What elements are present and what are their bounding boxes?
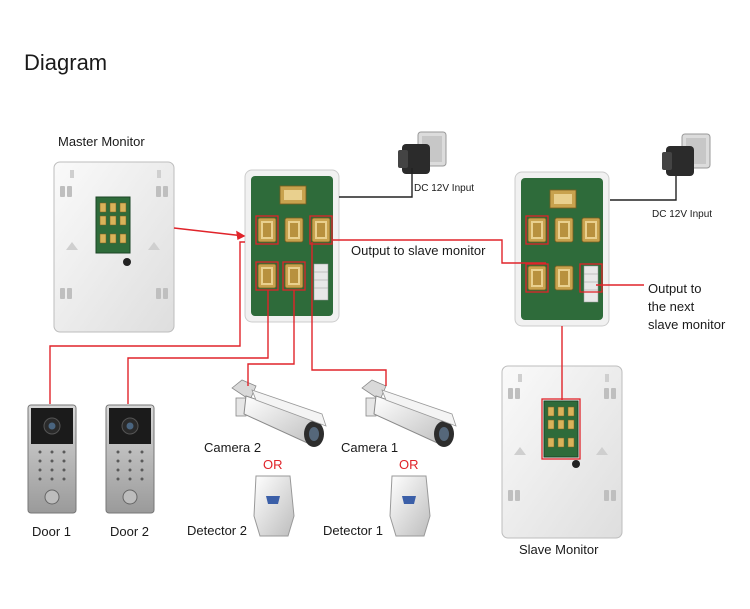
detector-1-device bbox=[389, 475, 431, 537]
slave-monitor-label: Slave Monitor bbox=[519, 542, 599, 557]
output-slave-label: Output to slave monitor bbox=[351, 243, 486, 258]
camera-2-device bbox=[231, 379, 327, 447]
wiring bbox=[49, 168, 677, 404]
door-station-1 bbox=[27, 404, 77, 514]
door-station-2 bbox=[105, 404, 155, 514]
power-adapter-2 bbox=[662, 133, 711, 176]
slave-monitor-device bbox=[501, 365, 623, 539]
slave-pcb-board bbox=[514, 171, 610, 327]
or-label-2: OR bbox=[399, 457, 419, 472]
master-monitor-device bbox=[53, 161, 175, 333]
detector-1-label: Detector 1 bbox=[323, 523, 383, 538]
door-1-label: Door 1 bbox=[32, 524, 72, 539]
master-monitor-label: Master Monitor bbox=[58, 134, 145, 149]
master-pcb-board bbox=[244, 169, 340, 323]
detector-2-label: Detector 2 bbox=[187, 523, 247, 538]
or-label-1: OR bbox=[263, 457, 283, 472]
output-next-line-3: slave monitor bbox=[648, 317, 726, 332]
diagram-title: Diagram bbox=[24, 50, 108, 75]
output-next-slave-label: Output to the next slave monitor bbox=[648, 280, 725, 334]
output-next-line-1: Output to bbox=[648, 281, 702, 296]
door-2-label: Door 2 bbox=[110, 524, 150, 539]
detector-2-device bbox=[253, 475, 295, 537]
power-adapter-1 bbox=[398, 131, 447, 174]
output-next-line-2: the next bbox=[648, 299, 695, 314]
camera-1-device bbox=[361, 379, 457, 447]
dc-input-label-2: DC 12V Input bbox=[652, 209, 713, 220]
camera-1-label: Camera 1 bbox=[341, 440, 399, 455]
dc-input-label-1: DC 12V Input bbox=[414, 183, 475, 194]
camera-2-label: Camera 2 bbox=[204, 440, 262, 455]
